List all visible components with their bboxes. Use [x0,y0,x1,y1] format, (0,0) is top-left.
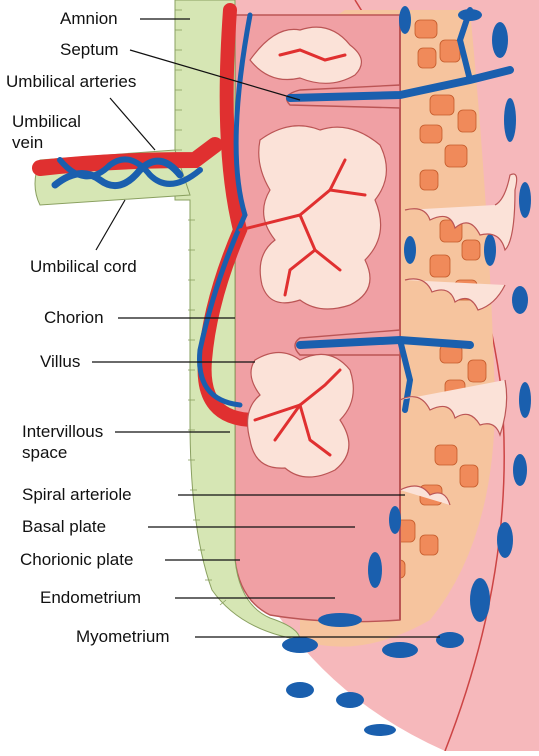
umbilical-cord-label: Umbilical cord [30,257,137,277]
intervillous-space-label-line2: space [22,443,67,463]
villus-label: Villus [40,352,80,372]
villus-tree-2 [259,126,387,309]
amnion-label: Amnion [60,9,118,29]
basal-plate-label: Basal plate [22,517,106,537]
umbilical-vein-label-line2: vein [12,133,43,153]
spiral-arteriole-label: Spiral arteriole [22,485,132,505]
septum-label: Septum [60,40,119,60]
chorion-label: Chorion [44,308,104,328]
intervillous-space-label-line1: Intervillous [22,422,103,442]
myometrium-label: Myometrium [76,627,170,647]
umbilical-vein-label-line1: Umbilical [12,112,81,132]
endometrium-label: Endometrium [40,588,141,608]
umbilical-arteries-label: Umbilical arteries [6,72,136,92]
chorionic-plate-label: Chorionic plate [20,550,133,570]
